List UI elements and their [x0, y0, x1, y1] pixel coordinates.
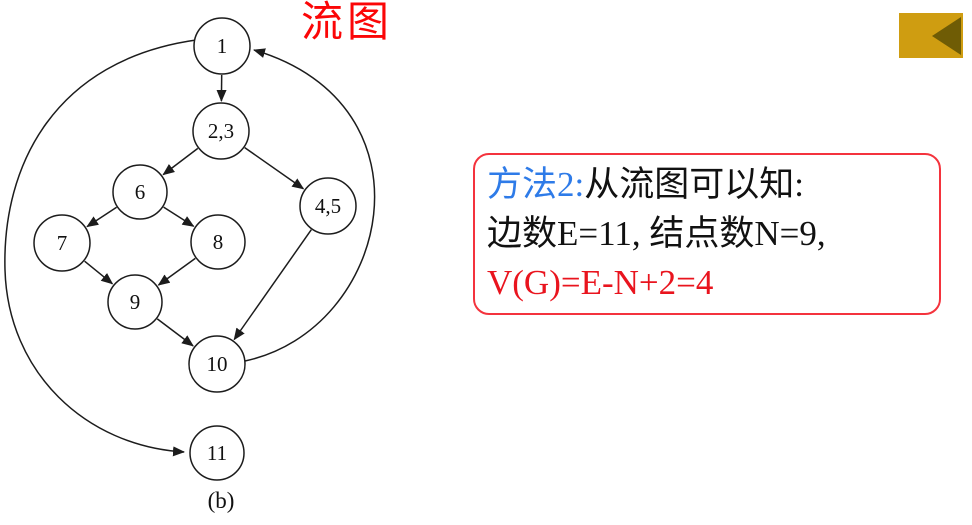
flow-node-4,5: 4,5	[299, 177, 357, 235]
edge-10-to-1	[244, 48, 376, 362]
note-line-1: 方法2:从流图可以知:	[487, 160, 933, 209]
node-circle	[193, 17, 251, 75]
method-label: 方法2:	[487, 165, 585, 204]
edge-7-to-9	[84, 260, 114, 285]
node-label: 2,3	[208, 119, 234, 143]
note-line-1-text: 从流图可以知:	[584, 165, 804, 204]
node-label: 8	[213, 230, 224, 254]
node-label: 9	[130, 290, 141, 314]
flow-node-11: 11	[189, 425, 245, 481]
note-line-3-formula: V(G)=E-N+2=4	[487, 263, 714, 302]
edge-6-to-8	[163, 206, 195, 227]
figure-caption: (b)	[208, 488, 235, 513]
node-circle	[33, 214, 91, 272]
back-arrow-icon	[932, 17, 961, 55]
nodes-layer: 1 2,3 6 4,5 7 8 9 10 11	[33, 17, 357, 481]
note-box: 方法2:从流图可以知: 边数E=11, 结点数N=9, V(G)=E-N+2=4	[473, 153, 941, 315]
flow-graph-svg: 1 2,3 6 4,5 7 8 9 10 11 (b)	[4, 17, 376, 513]
edge-2,3-to-6	[162, 147, 199, 176]
slide-title: 流图	[301, 0, 394, 46]
node-label: 4,5	[315, 194, 341, 218]
edge-4,5-to-10	[233, 229, 312, 341]
node-circle	[188, 335, 246, 393]
node-label: 11	[207, 441, 227, 465]
edge-8-to-9	[157, 257, 196, 286]
flow-node-6: 6	[112, 164, 168, 220]
node-label: 10	[207, 352, 228, 376]
node-circle	[107, 274, 163, 330]
flow-node-10: 10	[188, 335, 246, 393]
back-button[interactable]	[899, 13, 963, 58]
node-label: 7	[57, 231, 68, 255]
node-circle	[192, 102, 250, 160]
node-circle	[190, 214, 246, 270]
flow-node-2,3: 2,3	[192, 102, 250, 160]
node-label: 1	[217, 34, 228, 58]
edge-6-to-7	[86, 206, 118, 228]
edge-2,3-to-4,5	[244, 146, 305, 190]
node-circle	[112, 164, 168, 220]
flow-node-9: 9	[107, 274, 163, 330]
node-circle	[299, 177, 357, 235]
node-label: 6	[135, 180, 146, 204]
node-circle	[189, 425, 245, 481]
edge-9-to-10	[156, 318, 194, 347]
note-line-2: 边数E=11, 结点数N=9,	[487, 214, 826, 253]
flow-node-7: 7	[33, 214, 91, 272]
flow-node-8: 8	[190, 214, 246, 270]
edge-1-to-11	[4, 39, 197, 457]
edges-layer	[4, 39, 376, 457]
flow-node-1: 1	[193, 17, 251, 75]
